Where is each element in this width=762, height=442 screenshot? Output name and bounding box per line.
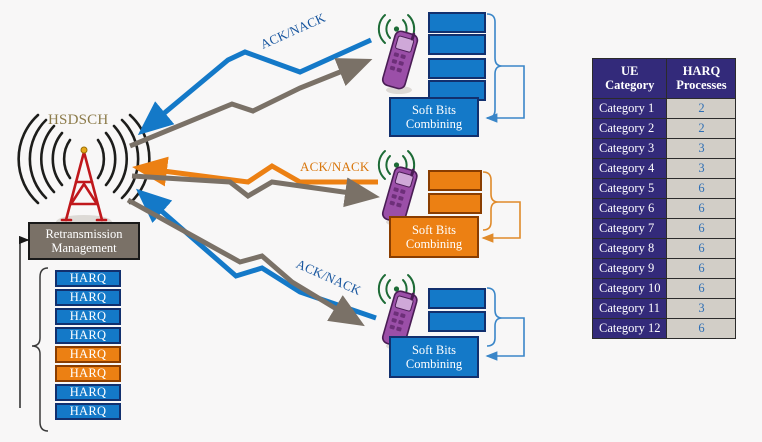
ack-nack-arrow-middle <box>132 156 378 187</box>
harq-label: HARQ <box>69 404 107 418</box>
harq-process-box[interactable]: HARQ <box>55 289 121 306</box>
table-cell-processes: 3 <box>667 138 736 158</box>
downlink-arrow-middle <box>131 173 380 208</box>
soft-bit-buffer-bar <box>428 311 486 332</box>
soft-bits-combining-label: Soft Bits Combining <box>405 343 463 371</box>
mobile-phone-icon-top <box>377 14 419 94</box>
table-header-line: Processes <box>676 78 727 93</box>
table-cell-processes: 6 <box>667 178 736 198</box>
harq-label: HARQ <box>69 271 107 285</box>
table-cell-category: Category 2 <box>593 118 667 138</box>
table-cell-category: Category 6 <box>593 198 667 218</box>
soft-bits-combining-box-bottom[interactable]: Soft Bits Combining <box>389 336 479 378</box>
harq-process-box[interactable]: HARQ <box>55 384 121 401</box>
table-cell-processes: 2 <box>667 98 736 118</box>
soft-bit-buffer-bar <box>428 170 482 191</box>
harq-process-box[interactable]: HARQ <box>55 346 121 363</box>
harq-label: HARQ <box>69 366 107 380</box>
soft-bits-combining-label: Soft Bits Combining <box>405 103 463 131</box>
harq-process-box[interactable]: HARQ <box>55 270 121 287</box>
soft-bit-buffer-bar <box>428 288 486 309</box>
table-cell-processes: 6 <box>667 238 736 258</box>
retransmission-management-box[interactable]: Retransmission Management <box>28 222 140 260</box>
soft-bit-buffer-bar <box>428 58 486 79</box>
harq-label: HARQ <box>69 290 107 304</box>
table-cell-processes: 3 <box>667 158 736 178</box>
table-header-harq-processes: HARQ Processes <box>667 59 736 98</box>
soft-bits-connector-middle <box>481 171 521 243</box>
harq-label: HARQ <box>69 347 107 361</box>
ack-nack-arrow-top <box>137 37 373 136</box>
table-cell-category: Category 10 <box>593 278 667 298</box>
table-cell-processes: 6 <box>667 318 736 338</box>
harq-label: HARQ <box>69 385 107 399</box>
table-cell-category: Category 11 <box>593 298 667 318</box>
ack-nack-label-middle: ACK/NACK <box>300 159 370 174</box>
table-header-row: UE Category HARQ Processes <box>593 59 736 98</box>
table-cell-category: Category 8 <box>593 238 667 258</box>
retransmission-management-label: Retransmission Management <box>45 227 123 255</box>
soft-bits-combining-box-top[interactable]: Soft Bits Combining <box>389 97 479 137</box>
downlink-arrow-top <box>129 58 373 149</box>
table-cell-category: Category 9 <box>593 258 667 278</box>
soft-bit-buffer-bar <box>428 34 486 55</box>
harq-label: HARQ <box>69 328 107 342</box>
table-cell-category: Category 7 <box>593 218 667 238</box>
table-cell-processes: 6 <box>667 198 736 218</box>
soft-bit-buffer-bar <box>428 193 482 214</box>
table-header-line: Category <box>605 78 655 93</box>
soft-bits-combining-box-middle[interactable]: Soft Bits Combining <box>389 216 479 258</box>
mobile-phone-icon-middle <box>377 150 418 226</box>
table-cell-processes: 6 <box>667 258 736 278</box>
soft-bit-buffer-bar <box>428 12 486 33</box>
table-cell-category: Category 4 <box>593 158 667 178</box>
table-header-line: UE <box>621 64 639 78</box>
soft-bits-combining-label: Soft Bits Combining <box>405 223 463 251</box>
harq-stack-brace <box>31 267 49 432</box>
retransmission-feedback-connector <box>18 235 30 408</box>
table-cell-category: Category 3 <box>593 138 667 158</box>
harq-process-box[interactable]: HARQ <box>55 327 121 344</box>
table-header-ue-category: UE Category <box>593 59 667 98</box>
mobile-phone-icon-bottom <box>377 274 418 350</box>
table-cell-category: Category 5 <box>593 178 667 198</box>
harq-process-box[interactable]: HARQ <box>55 308 121 325</box>
soft-bits-connector-bottom <box>485 287 525 361</box>
table-cell-processes: 6 <box>667 218 736 238</box>
table-cell-category: Category 1 <box>593 98 667 118</box>
table-cell-processes: 2 <box>667 118 736 138</box>
harq-label: HARQ <box>69 309 107 323</box>
downlink-arrow-bottom <box>126 197 365 327</box>
table-cell-processes: 6 <box>667 278 736 298</box>
harq-process-box[interactable]: HARQ <box>55 365 121 382</box>
table-cell-processes: 3 <box>667 298 736 318</box>
table-header-line: HARQ <box>682 64 721 78</box>
harq-process-box[interactable]: HARQ <box>55 403 121 420</box>
soft-bits-connector-top <box>485 13 525 123</box>
table-cell-category: Category 12 <box>593 318 667 338</box>
cell-tower-icon <box>17 113 151 229</box>
base-station-label: HSDSCH <box>48 112 109 128</box>
